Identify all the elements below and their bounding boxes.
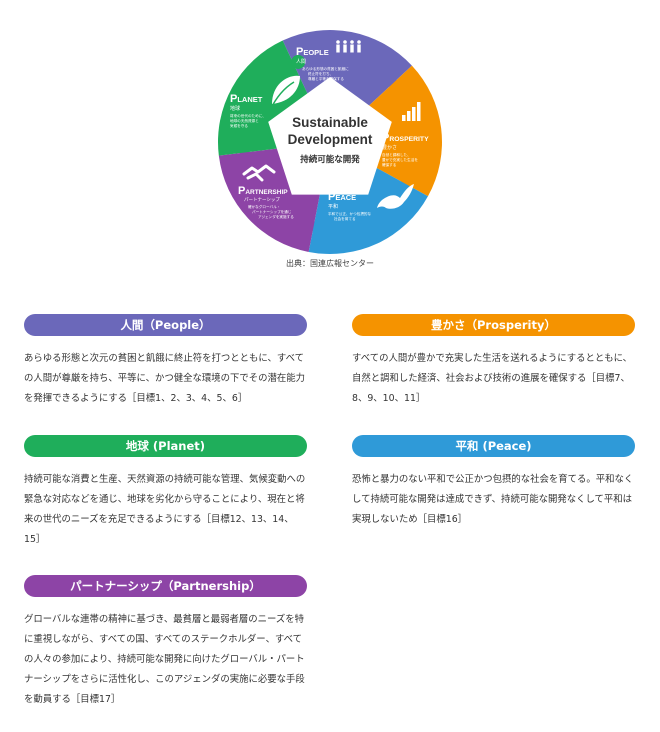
sdg-5p-wheel: Sustainable Development 持続可能な開発 PEOPLE 人… [217, 30, 443, 254]
section-prosperity-heading: 豊かさ（Prosperity） [352, 314, 635, 336]
center-pentagon [268, 77, 392, 195]
segment-peace-label: PEACE 平和 平和で公正、かつ包摂的な 社会を育てる [328, 191, 372, 221]
svg-text:人間: 人間 [296, 59, 306, 65]
svg-text:PARTNERSHIP: PARTNERSHIP [238, 185, 288, 197]
section-partnership-heading: パートナーシップ（Partnership） [24, 575, 307, 597]
svg-text:地球の天然資源と: 地球の天然資源と [230, 118, 259, 123]
section-people-heading: 人間（People） [24, 314, 307, 336]
svg-text:あらゆる形態の貧困と飢餓に: あらゆる形態の貧困と飢餓に [302, 66, 349, 71]
section-partnership-text: グローバルな連帯の精神に基づき、最貧層と最弱者層のニーズを特に重視しながら、すべ… [24, 614, 305, 705]
svg-text:平和: 平和 [328, 203, 338, 210]
source-credit: 出典：国連広報センター [286, 259, 374, 268]
segment-prosperity-label: PROSPERITY 豊かさ 自然と調和した、 豊かで充実した生活を 確保する [382, 132, 429, 167]
center-title-line1: Sustainable [292, 115, 368, 130]
svg-text:確かなグローバル・: 確かなグローバル・ [248, 204, 280, 209]
svg-text:PEOPLE: PEOPLE [296, 46, 329, 58]
dove-icon [377, 184, 414, 209]
section-prosperity-text: すべての人間が豊かで充実した生活を送れるようにするとともに、自然と調和した経済、… [352, 353, 633, 404]
segment-planet-label: PLANET 地球 将来の世代のために、 地球の天然資源と 気候を守る [230, 93, 266, 128]
svg-text:豊かさ: 豊かさ [382, 144, 397, 151]
svg-text:自然と調和した、: 自然と調和した、 [382, 152, 411, 157]
svg-text:パートナーシップ: パートナーシップ [244, 197, 280, 203]
leaf-icon [269, 75, 300, 111]
wheel-notch-planet [291, 54, 306, 69]
svg-text:地球: 地球 [230, 105, 240, 112]
svg-text:パートナーシップを通じ: パートナーシップを通じ [252, 209, 292, 214]
svg-text:平和で公正、かつ包摂的な: 平和で公正、かつ包摂的な [328, 211, 372, 216]
svg-text:将来の世代のために、: 将来の世代のために、 [230, 113, 266, 118]
svg-text:PLANET: PLANET [230, 93, 263, 105]
svg-text:気候を守る: 気候を守る [230, 123, 248, 128]
handshake-icon [242, 164, 276, 182]
bar-chart-icon [402, 102, 421, 121]
segment-people-label: PEOPLE 人間 あらゆる形態の貧困と飢餓に 終止符を打ち、 尊厳と平等を確保… [296, 46, 349, 81]
svg-text:豊かで充実した生活を: 豊かで充実した生活を [382, 157, 418, 162]
svg-text:社会を育てる: 社会を育てる [334, 216, 356, 221]
svg-text:PROSPERITY: PROSPERITY [382, 132, 429, 144]
section-planet-text: 持続可能な消費と生産、天然資源の持続可能な管理、気候変動への緊急な対応などを通じ… [24, 474, 306, 545]
svg-text:確保する: 確保する [382, 162, 397, 167]
center-subtitle: 持続可能な開発 [300, 154, 360, 165]
svg-text:アジェンダを実施する: アジェンダを実施する [258, 214, 294, 219]
wheel-segment-people [282, 30, 412, 142]
segment-partnership-label: PARTNERSHIP パートナーシップ 確かなグローバル・ パートナーシップを… [238, 185, 294, 219]
center-title-line2: Development [288, 132, 373, 147]
svg-text:終止符を打ち、: 終止符を打ち、 [308, 71, 333, 76]
section-planet-heading: 地球 (Planet) [24, 435, 307, 457]
svg-text:尊厳と平等を確保する: 尊厳と平等を確保する [308, 76, 344, 81]
section-peace-heading: 平和 (Peace) [352, 435, 635, 457]
section-people-text: あらゆる形態と次元の貧困と飢餓に終止符を打つとともに、すべての人間が尊厳を持ち、… [24, 353, 305, 404]
section-peace-text: 恐怖と暴力のない平和で公正かつ包摂的な社会を育てる。平和なくして持続可能な開発は… [352, 474, 634, 525]
people-icon [336, 40, 361, 53]
svg-text:PEACE: PEACE [328, 191, 356, 203]
